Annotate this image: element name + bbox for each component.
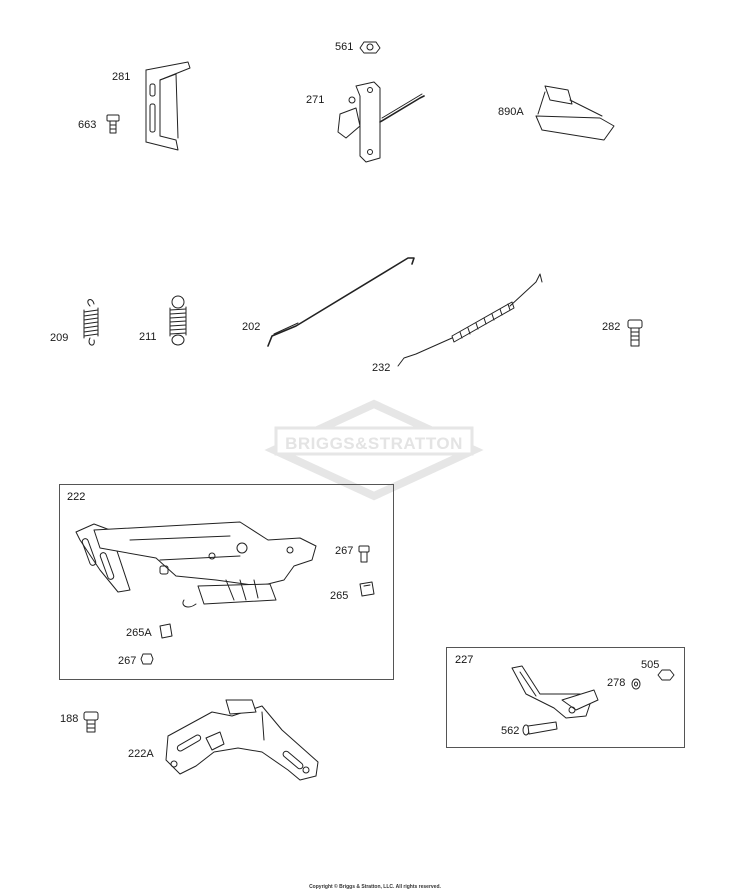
part-label-561[interactable]: 561 xyxy=(335,41,354,53)
part-label-188[interactable]: 188 xyxy=(60,713,79,725)
watermark-text: BRIGGS&STRATTON xyxy=(285,434,463,453)
copyright-footer: Copyright © Briggs & Stratton, LLC. All … xyxy=(309,884,441,890)
part-211-spring-drawing xyxy=(169,295,187,346)
part-561-nut-drawing xyxy=(359,41,381,54)
part-281-bracket-drawing xyxy=(145,61,191,151)
part-209-spring-drawing xyxy=(83,299,99,346)
part-label-278[interactable]: 278 xyxy=(607,677,626,689)
part-222-governor-assembly-drawing xyxy=(75,521,317,608)
part-label-232[interactable]: 232 xyxy=(372,362,391,374)
part-282-bolt-drawing xyxy=(627,319,643,347)
part-label-209[interactable]: 209 xyxy=(50,332,69,344)
part-267-nut-drawing xyxy=(140,653,154,665)
part-label-890A[interactable]: 890A xyxy=(498,106,524,118)
part-label-271[interactable]: 271 xyxy=(306,94,325,106)
part-232-spring-rod-drawing xyxy=(397,273,543,367)
briggs-stratton-watermark-logo xyxy=(264,399,484,501)
part-label-663[interactable]: 663 xyxy=(78,119,97,131)
part-label-202[interactable]: 202 xyxy=(242,321,261,333)
part-label-267-nut[interactable]: 267 xyxy=(118,655,137,667)
part-663-screw-drawing xyxy=(106,114,120,134)
part-188-screw-drawing xyxy=(83,711,99,733)
group-box-222 xyxy=(59,484,394,680)
part-278-washer-drawing xyxy=(631,678,641,690)
part-label-265[interactable]: 265 xyxy=(330,590,349,602)
part-227-lever-assembly-drawing xyxy=(511,665,599,719)
part-890A-cover-drawing xyxy=(535,85,615,141)
part-label-505[interactable]: 505 xyxy=(641,659,660,671)
part-562-pin-drawing xyxy=(522,721,558,736)
part-label-282[interactable]: 282 xyxy=(602,321,621,333)
part-265-clip-drawing xyxy=(359,581,375,597)
group-label-222[interactable]: 222 xyxy=(67,491,86,503)
group-label-227[interactable]: 227 xyxy=(455,654,474,666)
group-box-227 xyxy=(446,647,685,748)
part-271-throttle-control-drawing xyxy=(337,81,425,163)
part-505-nut-drawing xyxy=(657,669,675,681)
part-label-222A[interactable]: 222A xyxy=(128,748,154,760)
part-222A-bracket-drawing xyxy=(165,699,319,781)
part-label-265A[interactable]: 265A xyxy=(126,627,152,639)
part-label-562[interactable]: 562 xyxy=(501,725,520,737)
part-label-281[interactable]: 281 xyxy=(112,71,131,83)
part-label-211[interactable]: 211 xyxy=(139,331,157,343)
part-label-267-screw[interactable]: 267 xyxy=(335,545,354,557)
part-202-rod-drawing xyxy=(267,257,415,347)
part-267-screw-drawing xyxy=(358,545,370,563)
part-265A-clip-drawing xyxy=(159,623,173,639)
